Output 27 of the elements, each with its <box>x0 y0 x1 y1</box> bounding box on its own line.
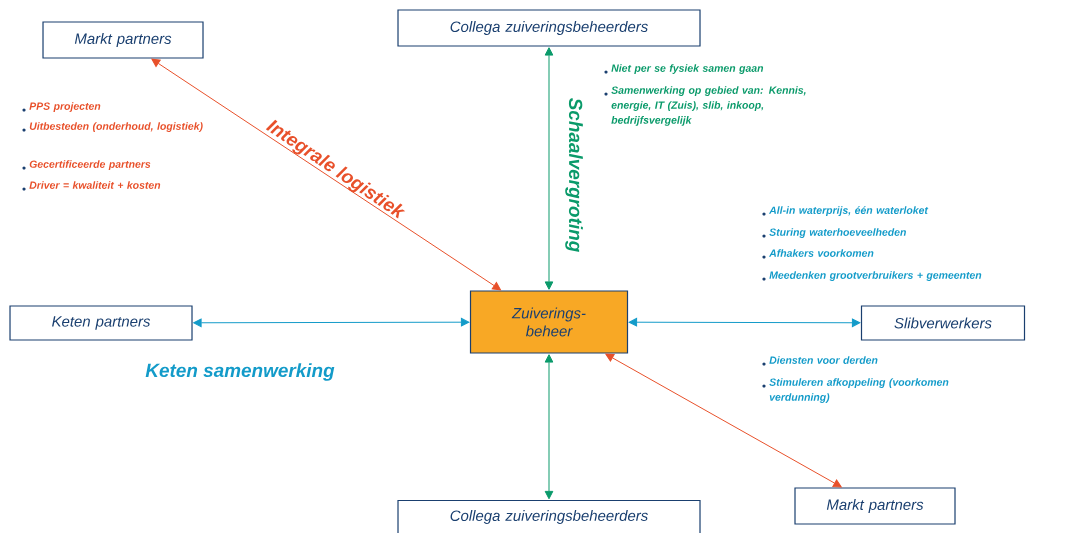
partner-box: Slibverwerkers <box>860 305 1026 341</box>
arrow <box>151 58 501 291</box>
arrow <box>605 353 842 488</box>
bullet-text: Driver = kwaliteit + kosten <box>29 181 161 189</box>
bullet-text: Meedenken grootverbruikers + gemeenten <box>769 271 982 281</box>
partner-box: Collega zuiveringsbeheerders <box>397 9 701 47</box>
process-box: Zuiverings- beheer <box>469 290 629 354</box>
bullet-text: PPS projecten <box>29 102 101 112</box>
bullet-text: Samenwerking op gebied van: Kennis, energie, IT (Zuis), slib, inkoop, bedrijfsvergelijk <box>611 86 806 126</box>
arrow <box>628 317 861 328</box>
bullet-text: Niet per se fysiek samen gaan <box>611 64 764 74</box>
partner-box: Collega zuiveringsbeheerders <box>397 499 701 533</box>
edge-label: Keten samenwerking <box>145 363 335 381</box>
bullet-text: Afhakers voorkomen <box>769 249 874 257</box>
arrow <box>544 47 554 290</box>
bullet-text: Diensten voor derden <box>769 356 878 364</box>
arrow <box>193 317 470 328</box>
bullet-text: All-in waterprijs, één waterloket <box>769 206 929 217</box>
bullet-text: Gecertificeerde partners <box>29 160 151 170</box>
edge-label: Schaalvergroting <box>565 97 583 252</box>
partner-box: Keten partners <box>9 305 193 341</box>
partner-box: Markt partners <box>42 21 204 59</box>
partner-box: Markt partners <box>794 487 956 525</box>
bullet-text: Uitbesteden (onderhoud, logistiek) <box>29 122 203 132</box>
arrow <box>544 354 554 500</box>
bullet-text: Sturing waterhoeveelheden <box>769 228 906 238</box>
bullet-text: Stimuleren afkoppeling (voorkomen verdunning) <box>769 378 949 403</box>
